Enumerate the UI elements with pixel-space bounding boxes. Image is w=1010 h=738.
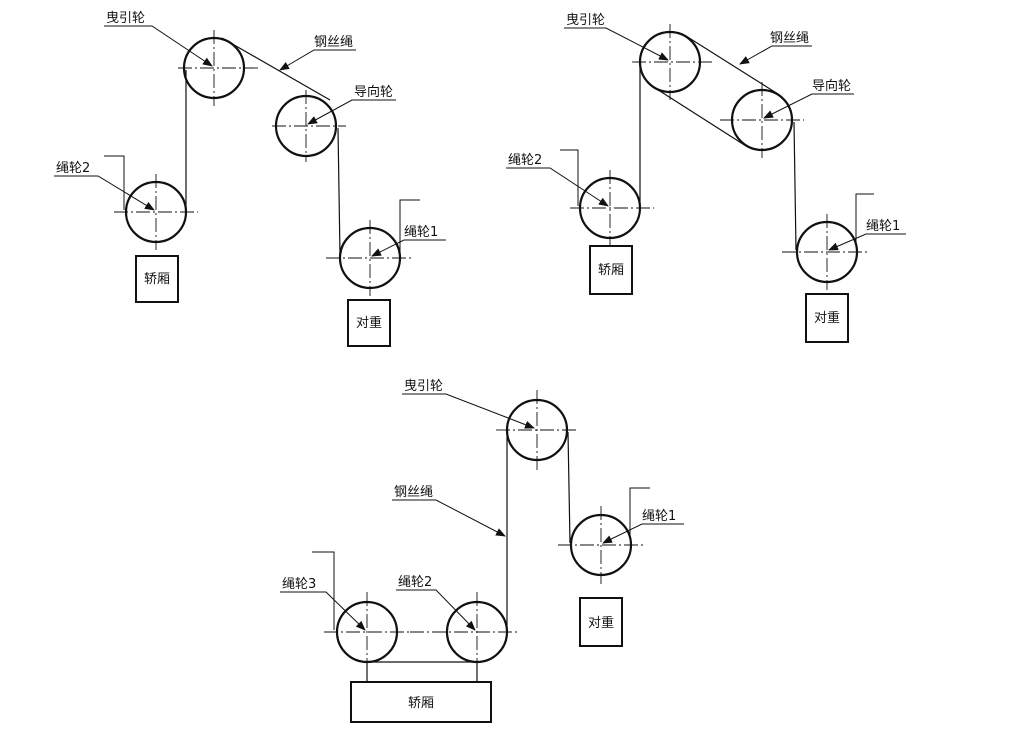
counterweight-box-a (347, 299, 391, 347)
car-box-b (589, 245, 633, 295)
traction-wheel-label-a: 曳引轮 (106, 11, 145, 26)
traction-wheel-b (632, 24, 712, 100)
diagram-c: 轿厢 对重 曳引轮 钢丝绳 绳轮1 绳轮3 绳轮2 (280, 379, 684, 723)
sheave-1-label-a: 绳轮1 (404, 225, 438, 240)
rope-c-2 (567, 431, 571, 544)
counterweight-label-b: 对重 (814, 310, 840, 326)
counterweight-box-c (579, 597, 623, 647)
guide-wheel-a (272, 90, 346, 162)
sheave-1-b (782, 214, 868, 290)
car-box-c (350, 681, 492, 723)
diagram-a: 轿厢 对重 曳引轮 钢丝绳 导向轮 绳轮2 绳轮1 (54, 11, 446, 347)
sheave-2-label-a: 绳轮2 (56, 161, 90, 176)
sheave-1-a (326, 220, 412, 296)
guide-wheel-b (720, 82, 804, 158)
counterweight-box-b (805, 293, 849, 343)
traction-wheel-label-b: 曳引轮 (566, 13, 605, 28)
sheave-2-label-b: 绳轮2 (508, 153, 542, 168)
counterweight-label-a: 对重 (356, 315, 382, 331)
car-label-b: 轿厢 (598, 263, 624, 278)
rope-a-3 (337, 127, 341, 257)
sheave-1-c (558, 506, 644, 584)
counterweight-label-c: 对重 (588, 615, 614, 631)
rope-b-4 (793, 121, 797, 251)
sheave-2-label-c: 绳轮2 (398, 575, 432, 590)
rope-b-3 (651, 85, 747, 147)
wire-rope-label-b: 钢丝绳 (770, 31, 809, 46)
sheave-2-b (570, 170, 654, 246)
car-box-a (135, 255, 179, 303)
sheave-3-label-c: 绳轮3 (282, 577, 316, 592)
sheave-3-c (324, 592, 410, 670)
guide-wheel-label-a: 导向轮 (354, 84, 393, 100)
sheave-1-label-b: 绳轮1 (866, 219, 900, 234)
diagram-b: 轿厢 对重 曳引轮 钢丝绳 导向轮 绳轮2 绳轮1 (506, 13, 906, 343)
wire-rope-label-a: 钢丝绳 (314, 35, 353, 50)
guide-wheel-label-b: 导向轮 (812, 78, 851, 94)
traction-wheel-a (178, 30, 258, 106)
sheave-1-label-c: 绳轮1 (642, 509, 676, 524)
rope-b-2 (685, 35, 779, 95)
car-label-c: 轿厢 (408, 696, 434, 711)
sheave-2-c (410, 592, 518, 670)
wire-rope-label-c: 钢丝绳 (394, 485, 433, 500)
car-label-a: 轿厢 (144, 272, 170, 287)
rope-a-2 (221, 37, 331, 101)
traction-wheel-c (496, 390, 578, 470)
traction-wheel-label-c: 曳引轮 (404, 379, 443, 394)
